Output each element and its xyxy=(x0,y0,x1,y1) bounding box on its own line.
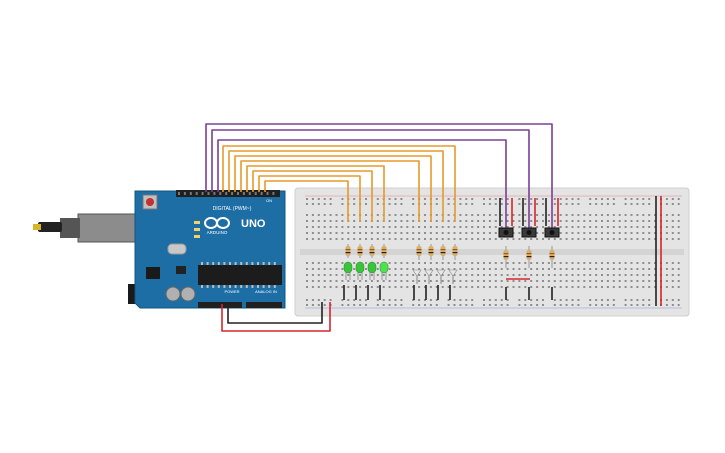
on-label: ON xyxy=(266,198,272,203)
resistor-led-2[interactable] xyxy=(357,244,363,258)
components[interactable] xyxy=(343,198,560,300)
wire-purple-1 xyxy=(205,123,553,232)
resistor-pulldown-1[interactable] xyxy=(503,246,509,300)
power-label: POWER xyxy=(224,289,239,294)
pushbutton-2[interactable] xyxy=(521,198,537,238)
wire-purple-3 xyxy=(217,139,507,232)
resistor-pulldown-3[interactable] xyxy=(549,246,555,300)
wire-orange-4 xyxy=(240,160,420,222)
led-green-2[interactable] xyxy=(355,261,365,280)
component-white-4[interactable] xyxy=(448,269,458,284)
resistor-6[interactable] xyxy=(428,244,434,260)
resistor-led-3[interactable] xyxy=(369,244,375,258)
resistor-8[interactable] xyxy=(452,244,458,260)
led-green-4[interactable] xyxy=(379,261,389,280)
digital-header xyxy=(176,190,280,197)
wire-red-5v xyxy=(221,302,331,332)
arduino-logo xyxy=(204,217,230,229)
wire-orange-1 xyxy=(222,145,456,222)
wire-black-gnd xyxy=(227,302,323,324)
wire-orange-6 xyxy=(252,170,373,222)
wire-orange-8 xyxy=(264,180,349,222)
board-brand: ARDUINO xyxy=(207,230,228,235)
analog-header xyxy=(246,302,282,308)
component-white-1[interactable] xyxy=(412,269,422,284)
resistor-7[interactable] xyxy=(440,244,446,260)
component-white-3[interactable] xyxy=(436,269,446,284)
resistor-led-1[interactable] xyxy=(345,244,351,258)
usb-connector xyxy=(77,213,145,243)
arduino-uno-board[interactable]: DIGITAL (PWM~) UNO ARDUINO ON POWER ANAL… xyxy=(33,190,286,309)
wires[interactable] xyxy=(205,123,662,332)
wire-orange-5 xyxy=(246,165,385,222)
breadboard[interactable] xyxy=(294,187,690,317)
resistor-led-4[interactable] xyxy=(381,244,387,258)
led-green-3[interactable] xyxy=(367,261,377,280)
power-header xyxy=(198,302,242,308)
wire-orange-2 xyxy=(228,150,444,222)
digital-label: DIGITAL (PWM~) xyxy=(213,206,252,212)
wire-orange-7 xyxy=(258,175,361,222)
wire-purple-2 xyxy=(211,129,530,232)
atmega-chip xyxy=(198,265,282,285)
resistor-5[interactable] xyxy=(416,244,422,260)
pushbutton-1[interactable] xyxy=(498,198,514,238)
resistor-pulldown-2[interactable] xyxy=(526,246,532,300)
wire-orange-3 xyxy=(234,155,432,222)
board-model: UNO xyxy=(241,218,266,230)
analog-label: ANALOG IN xyxy=(255,289,277,294)
component-white-2[interactable] xyxy=(424,269,434,284)
led-green-1[interactable] xyxy=(343,261,353,280)
pushbutton-3[interactable] xyxy=(544,198,560,238)
